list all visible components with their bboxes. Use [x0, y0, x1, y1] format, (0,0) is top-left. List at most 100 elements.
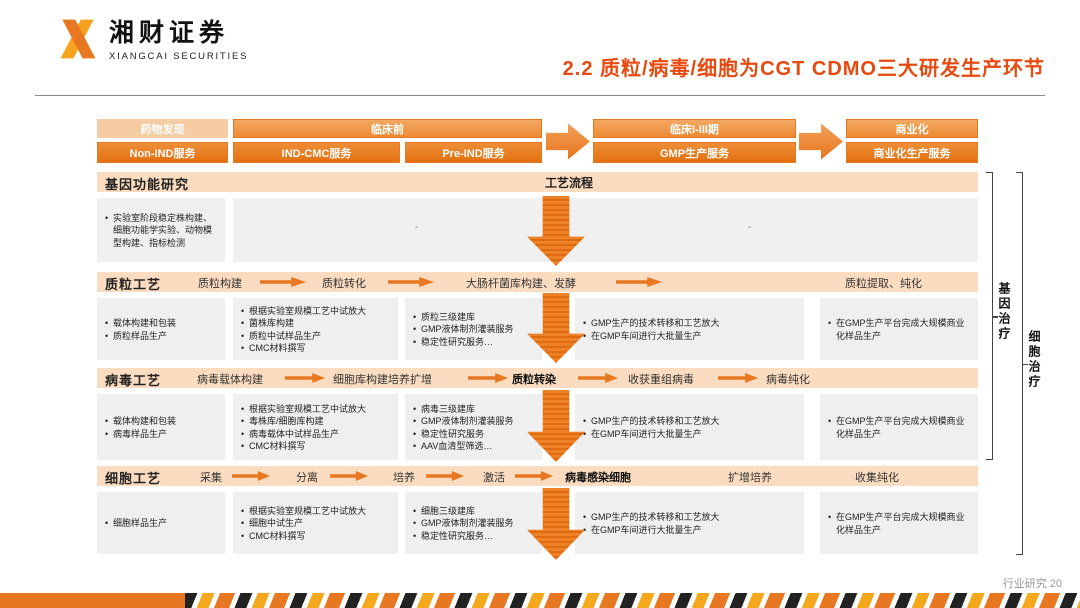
- bullet-item: 质粒样品生产: [105, 330, 219, 342]
- service-commercial-production: 商业化生产服务: [846, 142, 978, 163]
- bullet-item: 细胞中试生产: [241, 517, 392, 529]
- plasmid-box-1: 载体构建和包装 质粒样品生产: [97, 298, 225, 360]
- flow-label: 工艺流程: [545, 176, 594, 190]
- process-step: 质粒提取、纯化: [845, 278, 922, 290]
- bullet-item: 在GMP生产平台完成大规模商业化样品生产: [828, 415, 972, 439]
- placeholder-dash: -: [415, 222, 419, 233]
- section-band-virus: 病毒工艺 病毒载体构建 细胞库构建培养扩增 质粒转染 收获重组病毒 病毒纯化: [97, 368, 978, 388]
- bullet-item: 在GMP车间进行大批量生产: [583, 524, 798, 536]
- bullet-item: CMC材料撰写: [241, 440, 392, 452]
- bullet-item: 稳定性研究服务: [413, 428, 536, 440]
- bullet-item: GMP生产的技术转移和工艺放大: [583, 317, 798, 329]
- bullet-item: 在GMP车间进行大批量生产: [583, 428, 798, 440]
- section-title: 质粒工艺: [105, 277, 162, 292]
- bullet-item: 实验室阶段稳定株构建、细胞功能学实验、动物模型构建、指标检测: [105, 212, 219, 248]
- bullet-item: 病毒载体中试样品生产: [241, 428, 392, 440]
- process-step: 收获重组病毒: [628, 374, 694, 386]
- process-step: 细胞库构建培养扩增: [333, 374, 432, 386]
- gene-research-box: 实验室阶段稳定株构建、细胞功能学实验、动物模型构建、指标检测: [97, 198, 225, 262]
- service-non-ind: Non-IND服务: [97, 142, 228, 163]
- process-step: 质粒转染: [512, 374, 556, 386]
- gene-research-panel: - -: [233, 198, 978, 262]
- plasmid-box-4: GMP生产的技术转移和工艺放大 在GMP车间进行大批量生产: [575, 298, 804, 360]
- service-pre-ind: Pre-IND服务: [405, 142, 542, 163]
- bullet-item: GMP液体制剂灌装服务: [413, 415, 536, 427]
- process-step: 质粒构建: [198, 278, 242, 290]
- bullet-item: CMC材料撰写: [241, 342, 392, 354]
- section-band-plasmid: 质粒工艺 质粒构建 质粒转化 大肠杆菌库构建、发酵 质粒提取、纯化: [97, 272, 978, 292]
- cell-therapy-bracket: [1016, 172, 1028, 555]
- process-step: 病毒载体构建: [197, 374, 263, 386]
- footer-stripe-bar: [0, 593, 1080, 608]
- flow-arrow-icon: [616, 277, 662, 287]
- process-step: 扩增培养: [728, 472, 772, 484]
- section-title: 基因功能研究: [105, 177, 190, 192]
- process-step: 培养: [393, 472, 415, 484]
- gene-therapy-label: 基因治疗: [997, 282, 1011, 342]
- bullet-item: 病毒三级建库: [413, 403, 536, 415]
- process-step: 采集: [200, 472, 222, 484]
- bullet-item: GMP生产的技术转移和工艺放大: [583, 511, 798, 523]
- flow-arrow-icon: [260, 277, 306, 287]
- flow-arrow-icon: [718, 373, 758, 383]
- flow-arrow-icon: [578, 373, 618, 383]
- bullet-item: 质粒中试样品生产: [241, 330, 392, 342]
- section-band-cell: 细胞工艺 采集 分离 培养 激活 病毒感染细胞 扩增培养 收集纯化: [97, 466, 978, 486]
- bullet-item: AAV血清型筛选…: [413, 440, 536, 452]
- bullet-item: CMC材料撰写: [241, 530, 392, 542]
- process-step: 分离: [296, 472, 318, 484]
- footer-stripe-solid: [0, 593, 185, 608]
- service-ind-cmc: IND-CMC服务: [233, 142, 400, 163]
- stage-drug-discovery: 药物发现: [97, 119, 228, 138]
- bullet-item: 病毒样品生产: [105, 428, 219, 440]
- plasmid-box-5: 在GMP生产平台完成大规模商业化样品生产: [820, 298, 978, 360]
- pipeline-right-arrow-icon: [799, 123, 843, 160]
- pipeline-right-arrow-icon: [546, 123, 590, 160]
- bullet-item: 质粒三级建库: [413, 311, 536, 323]
- flow-arrow-icon: [468, 373, 508, 383]
- bullet-item: 根据实验室规模工艺中试放大: [241, 305, 392, 317]
- stage-preclinical: 临床前: [233, 119, 542, 138]
- flow-arrow-icon: [285, 373, 325, 383]
- process-step: 大肠杆菌库构建、发酵: [466, 278, 576, 290]
- process-step: 质粒转化: [322, 278, 366, 290]
- virus-box-2: 根据实验室规模工艺中试放大 毒株库/细胞库构建 病毒载体中试样品生产 CMC材料…: [233, 394, 398, 460]
- stage-clinical-i-iii: 临床I-III期: [593, 119, 796, 138]
- logo: 湘财证券 XIANGCAI SECURITIES: [55, 16, 248, 62]
- bullet-item: 稳定性研究服务…: [413, 530, 536, 542]
- process-step: 病毒纯化: [766, 374, 810, 386]
- plasmid-box-2: 根据实验室规模工艺中试放大 菌株库构建 质粒中试样品生产 CMC材料撰写: [233, 298, 398, 360]
- process-step: 激活: [483, 472, 505, 484]
- bullet-item: 载体构建和包装: [105, 317, 219, 329]
- bullet-item: GMP生产的技术转移和工艺放大: [583, 415, 798, 427]
- bullet-item: GMP液体制剂灌装服务: [413, 323, 536, 335]
- stage-commercial: 商业化: [846, 119, 978, 138]
- process-step: 收集纯化: [855, 472, 899, 484]
- bullet-item: 载体构建和包装: [105, 415, 219, 427]
- logo-subtitle: XIANGCAI SECURITIES: [109, 50, 249, 62]
- bullet-item: 在GMP生产平台完成大规模商业化样品生产: [828, 317, 972, 341]
- section-title: 病毒工艺: [105, 373, 162, 388]
- virus-box-4: GMP生产的技术转移和工艺放大 在GMP车间进行大批量生产: [575, 394, 804, 460]
- cell-box-3: 细胞三级建库 GMP液体制剂灌装服务 稳定性研究服务…: [405, 492, 542, 554]
- bullet-item: 毒株库/细胞库构建: [241, 415, 392, 427]
- page-number-label: 行业研究 20: [1002, 578, 1062, 590]
- process-step: 病毒感染细胞: [565, 472, 631, 484]
- logo-icon: [60, 19, 96, 59]
- bullet-item: 稳定性研究服务…: [413, 336, 536, 348]
- page-title: 2.2 质粒/病毒/细胞为CGT CDMO三大研发生产环节: [562, 58, 1045, 80]
- bullet-item: 根据实验室规模工艺中试放大: [241, 505, 392, 517]
- flow-arrow-icon: [232, 471, 270, 481]
- bullet-item: GMP液体制剂灌装服务: [413, 517, 536, 529]
- logo-name: 湘财证券: [109, 19, 230, 47]
- gene-therapy-bracket: [986, 172, 998, 460]
- plasmid-box-3: 质粒三级建库 GMP液体制剂灌装服务 稳定性研究服务…: [405, 298, 542, 360]
- bullet-item: 根据实验室规模工艺中试放大: [241, 403, 392, 415]
- bullet-item: 细胞三级建库: [413, 505, 536, 517]
- section-band-gene-research: 基因功能研究 工艺流程: [97, 172, 978, 192]
- cell-therapy-label: 细胞治疗: [1027, 330, 1041, 390]
- service-gmp-production: GMP生产服务: [593, 142, 796, 163]
- cell-box-5: 在GMP生产平台完成大规模商业化样品生产: [820, 492, 978, 554]
- flow-arrow-icon: [426, 471, 464, 481]
